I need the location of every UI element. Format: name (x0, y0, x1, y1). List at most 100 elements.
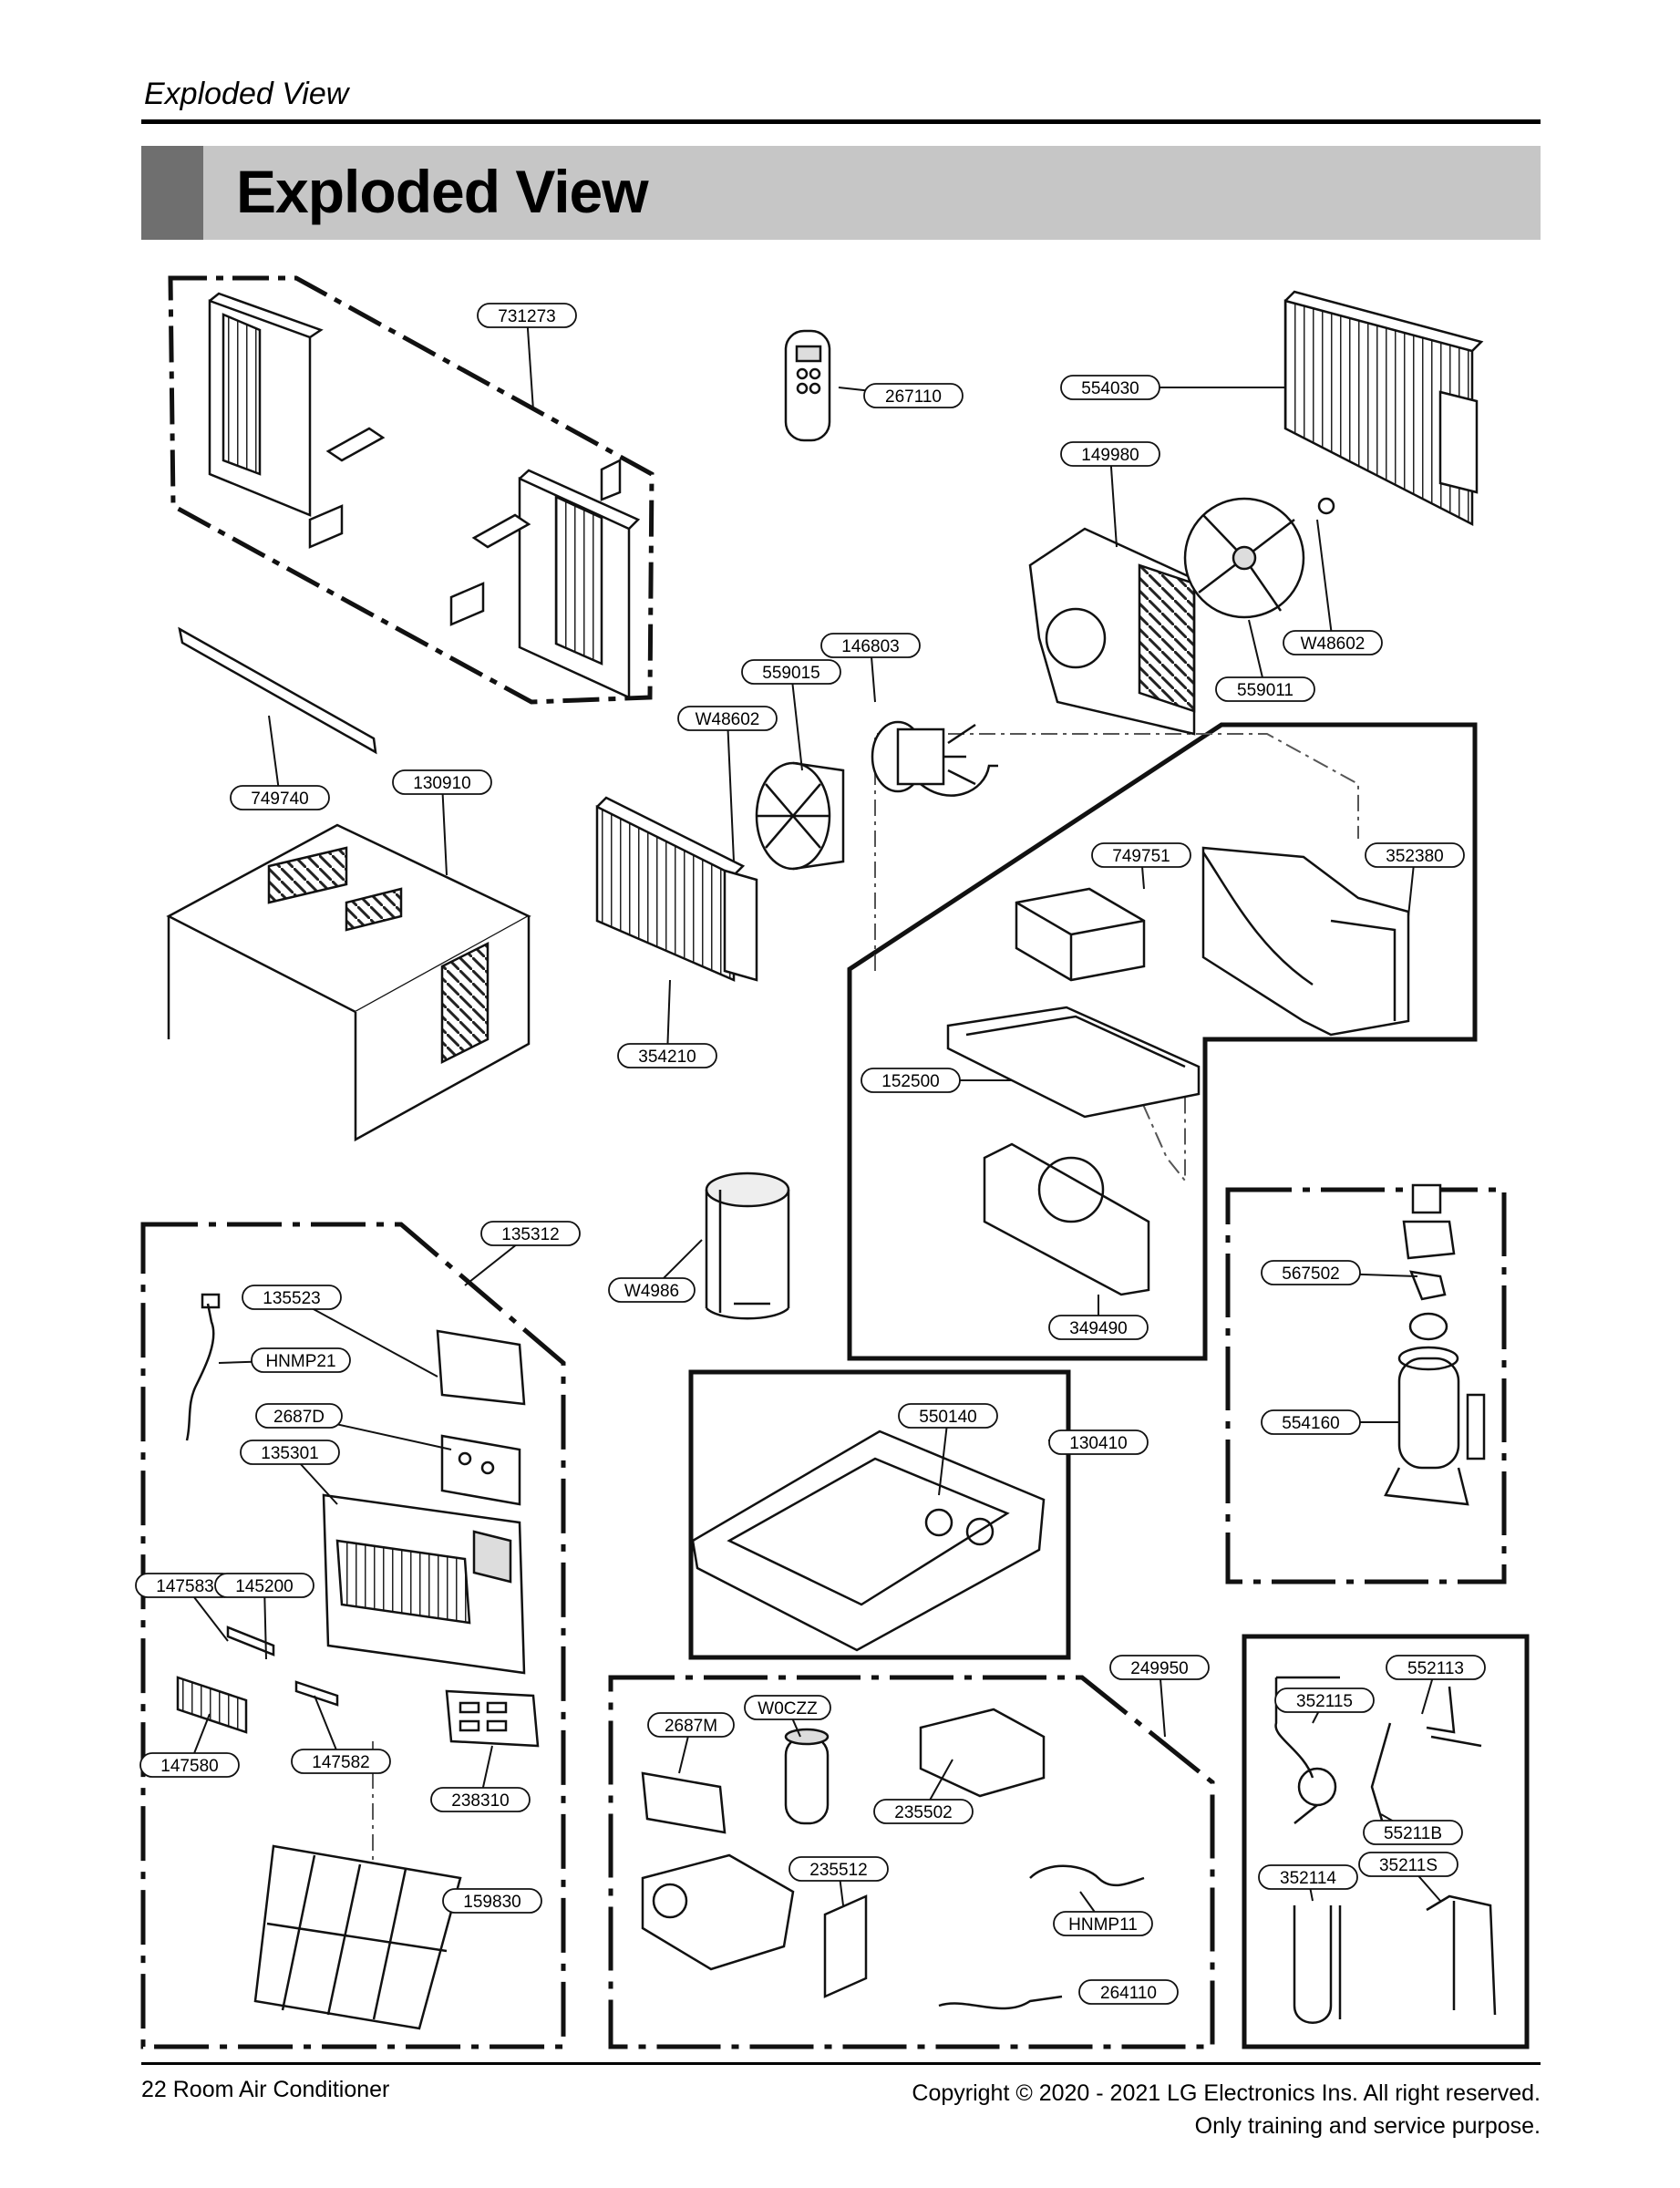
callout-oval (1358, 1852, 1458, 1877)
air-filter-drawing (253, 1844, 462, 2030)
callout-oval (1261, 1260, 1361, 1285)
part-number: 352114 (1280, 1869, 1336, 1888)
cabinet-drawing (166, 823, 531, 1142)
part-drawings (166, 290, 1497, 2030)
callout-oval (255, 1403, 343, 1429)
group-boundaries (140, 275, 1530, 2049)
electrical-bracket-drawing (641, 1853, 795, 1971)
part-number: HNMP11 (1068, 1915, 1138, 1935)
boundary-compressor (1225, 1187, 1507, 1584)
callout-oval (1258, 1864, 1358, 1890)
compressor-drawing (1384, 1346, 1486, 1506)
condenser-coil-drawing (1283, 290, 1484, 527)
overload-drawing (1402, 1183, 1456, 1341)
boundary-electrical (608, 1675, 1215, 2049)
part-callout: W48602 (677, 706, 778, 862)
orifice-drawing (946, 1006, 1201, 1119)
footer-right: Copyright © 2020 - 2021 LG Electronics I… (912, 2077, 1541, 2142)
callout-oval (608, 1277, 696, 1303)
part-number: 354210 (638, 1048, 696, 1067)
part-callout: 130910 (392, 769, 492, 876)
callout-oval (744, 1695, 831, 1720)
leader-line (727, 717, 735, 862)
callout-oval (1386, 1655, 1486, 1680)
purpose-line: Only training and service purpose. (1194, 2113, 1541, 2139)
part-callout: 352115 (1274, 1687, 1375, 1724)
callout-oval (1091, 842, 1191, 868)
leader-line (526, 315, 534, 411)
callout-oval (1363, 1820, 1463, 1845)
trim-strip-drawing (178, 626, 377, 755)
part-callout: 354210 (617, 979, 717, 1068)
callout-oval (820, 633, 921, 658)
callout-oval (242, 1285, 342, 1310)
air-guide-drawing (1201, 846, 1410, 1037)
part-number: 749751 (1112, 847, 1170, 866)
part-number: 130410 (1069, 1434, 1127, 1453)
part-number: 147583 (156, 1577, 213, 1596)
part-number: 235512 (809, 1861, 867, 1880)
part-callout: 352380 (1365, 842, 1465, 917)
mounting-brackets (308, 427, 622, 626)
harness-drawing (938, 1864, 1145, 2010)
tube-drawing (1274, 1676, 1497, 2024)
boundary-tubes (1242, 1634, 1530, 2049)
part-callout: 554030 (1060, 375, 1285, 400)
part-callout: 145200 (214, 1573, 314, 1660)
shroud-drawing (1028, 527, 1196, 736)
part-number: 559015 (762, 664, 819, 683)
remote-control-drawing (784, 329, 831, 442)
callout-oval (480, 1221, 581, 1246)
part-callout: 152500 (861, 1068, 1012, 1093)
part-number: 152500 (881, 1072, 939, 1091)
callout-oval (214, 1573, 314, 1598)
part-number: 554030 (1081, 379, 1139, 398)
callout-oval (1215, 676, 1315, 702)
callout-oval (230, 785, 330, 810)
part-number: 352115 (1296, 1692, 1353, 1711)
part-number: 264110 (1100, 1984, 1157, 2003)
blower-wheel-drawing (755, 761, 845, 871)
part-number: 235502 (894, 1803, 952, 1822)
louver-drawing (176, 1626, 339, 1734)
part-callout: HNMP11 (1053, 1891, 1153, 1936)
callout-oval (139, 1752, 240, 1778)
part-number: 135523 (263, 1289, 320, 1308)
base-pan-drawing (691, 1429, 1046, 1652)
part-number: 559011 (1237, 681, 1293, 700)
callout-oval (647, 1712, 735, 1738)
part-number: 147582 (312, 1753, 369, 1772)
guide-dash (1129, 1075, 1186, 1183)
part-callout: 749751 (1091, 842, 1191, 890)
drain-tray-drawing (1015, 887, 1146, 982)
wire-harness-drawing (185, 1293, 221, 1441)
callout-oval (677, 706, 778, 731)
leader-line (790, 671, 803, 771)
part-callout: 2687D (255, 1403, 452, 1450)
callout-oval (240, 1440, 340, 1465)
part-number: W4986 (624, 1282, 679, 1301)
part-callout: W48602 (1283, 519, 1383, 655)
part-number: 135312 (501, 1225, 559, 1244)
callout-oval (1283, 630, 1383, 655)
part-callout: 149980 (1060, 441, 1160, 548)
part-callout: 731273 (477, 303, 577, 411)
boundary-window-kit (168, 275, 654, 705)
part-callout: 130410 (1047, 1429, 1149, 1455)
part-number: 731273 (498, 307, 555, 326)
part-callout: 159830 (442, 1888, 542, 1914)
part-number: 550140 (919, 1408, 976, 1427)
callout-oval (1048, 1315, 1149, 1340)
leader-line (268, 715, 281, 799)
callout-oval (392, 769, 492, 795)
leader-line (1109, 453, 1118, 548)
part-number: 130910 (413, 774, 470, 793)
part-number: W48602 (1301, 635, 1366, 654)
callout-oval (1060, 375, 1160, 400)
part-callout: 559011 (1215, 619, 1315, 702)
banner-tab (141, 146, 203, 240)
part-number: 267110 (885, 387, 942, 407)
copyright-line: Copyright © 2020 - 2021 LG Electronics I… (912, 2080, 1541, 2106)
leader-line (938, 1415, 949, 1496)
boundary-air-guide (847, 722, 1478, 1361)
